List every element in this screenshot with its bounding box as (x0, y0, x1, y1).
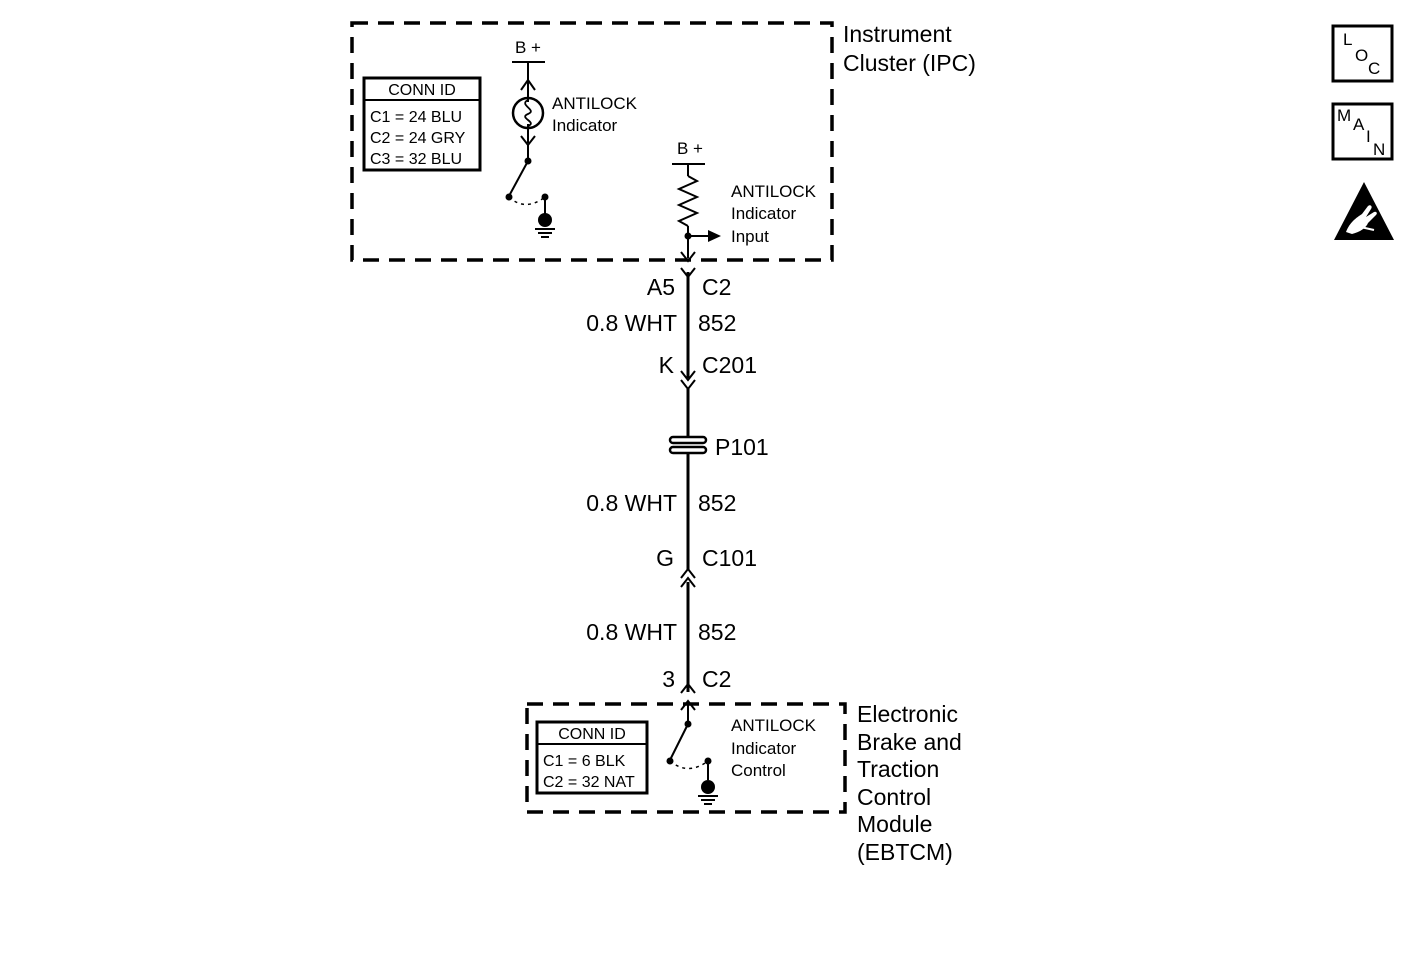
wire-gauge-label: 0.8 WHT (586, 490, 677, 516)
control-label-line1: ANTILOCK (731, 716, 817, 735)
loc-icon[interactable]: L O C (1331, 24, 1394, 83)
ipc-conn-id-row: C3 = 32 BLU (370, 151, 462, 168)
ipc-conn-id-row: C1 = 24 BLU (370, 109, 462, 126)
bulb-label-line2: Indicator (552, 116, 618, 135)
ebtcm-title-line: Traction (857, 756, 939, 782)
ipc-conn-id-row: C2 = 24 GRY (370, 130, 466, 147)
input-label-line1: ANTILOCK (731, 182, 817, 201)
ebtcm-title-line: Module (857, 811, 932, 837)
svg-text:A: A (1353, 115, 1365, 134)
svg-text:I: I (1366, 127, 1371, 146)
bulb-label-line1: ANTILOCK (552, 94, 638, 113)
splice-p101-icon (668, 435, 708, 455)
ground-icon (698, 780, 718, 805)
c101-pin-label: G (656, 545, 674, 571)
circuit-852-wire (668, 251, 708, 724)
ebtcm-title-line: Brake and (857, 729, 962, 755)
bulb-supply-label: B + (515, 38, 541, 57)
input-label-line2: Indicator (731, 204, 797, 223)
input-supply-label: B + (677, 139, 703, 158)
antilock-indicator-control-switch: ANTILOCK Indicator Control (666, 716, 817, 805)
connector-ipc-c2-icon (680, 251, 696, 263)
ipc-title-line1: Instrument (843, 21, 952, 47)
antilock-indicator-bulb-circuit: B + ANTILOCK Indicator (505, 38, 638, 238)
ebtcm-conn-label: C2 (702, 666, 731, 692)
ipc-pin-label: A5 (647, 274, 675, 300)
ebtcm-conn-id-table: CONN ID C1 = 6 BLK C2 = 32 NAT (535, 720, 649, 795)
splice-label: P101 (715, 434, 769, 460)
svg-text:N: N (1373, 140, 1385, 159)
ebtcm-title-line: Control (857, 784, 931, 810)
svg-text:M: M (1337, 106, 1351, 125)
circuit-number-label: 852 (698, 619, 736, 645)
antilock-indicator-input-circuit: B + ANTILOCK Indicator Input (672, 139, 817, 258)
ebtcm-pin-label: 3 (662, 666, 675, 692)
ipc-module-boundary (350, 21, 834, 262)
svg-text:L: L (1343, 30, 1352, 49)
connector-ebtcm-c2-icon (680, 682, 696, 694)
ipc-conn-label: C2 (702, 274, 731, 300)
ipc-conn-id-table: CONN ID C1 = 24 BLU C2 = 24 GRY C3 = 32 … (362, 76, 482, 172)
ground-icon (535, 213, 555, 238)
ebtcm-conn-id-row: C2 = 32 NAT (543, 774, 635, 791)
control-label-line2: Indicator (731, 739, 797, 758)
svg-text:O: O (1355, 46, 1368, 65)
ebtcm-module-boundary (525, 702, 847, 814)
control-label-line3: Control (731, 761, 786, 780)
circuit-number-label: 852 (698, 310, 736, 336)
connector-c201-icon (680, 370, 696, 382)
bulb-icon (511, 96, 545, 130)
input-label-line3: Input (731, 227, 769, 246)
ipc-title-line2: Cluster (IPC) (843, 50, 976, 76)
c201-pin-label: K (659, 352, 675, 378)
wire-gauge-label: 0.8 WHT (586, 310, 677, 336)
wire-gauge-label: 0.8 WHT (586, 619, 677, 645)
circuit-number-label: 852 (698, 490, 736, 516)
ebtcm-title-line: Electronic (857, 701, 958, 727)
resistor-icon (676, 175, 700, 227)
svg-text:C: C (1368, 59, 1380, 78)
ebtcm-conn-id-header: CONN ID (558, 726, 626, 743)
esd-warning-icon (1334, 182, 1394, 240)
ebtcm-title-line: (EBTCM) (857, 839, 953, 865)
c101-name-label: C101 (702, 545, 757, 571)
main-icon[interactable]: M A I N (1331, 102, 1394, 161)
ebtcm-conn-id-row: C1 = 6 BLK (543, 753, 626, 770)
input-arrow-icon (708, 230, 721, 242)
ipc-conn-id-header: CONN ID (388, 82, 456, 99)
c201-name-label: C201 (702, 352, 757, 378)
connector-c101-icon (680, 567, 696, 579)
